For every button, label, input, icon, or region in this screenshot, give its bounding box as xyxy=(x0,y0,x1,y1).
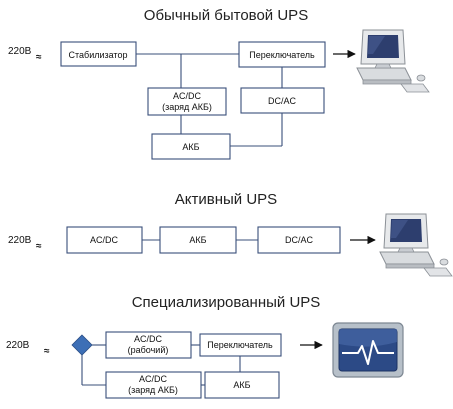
switch-box xyxy=(199,333,282,357)
stabilizer-box xyxy=(60,41,137,67)
dcac-label: DC/AC xyxy=(268,96,297,106)
ac-symbol-icon: ≈ xyxy=(44,346,50,357)
acdc-label: AC/DC xyxy=(90,235,119,245)
section-3-input-label: 220В xyxy=(6,340,30,351)
acdc-charge-label-line2: (заряд АКБ) xyxy=(162,102,212,112)
dcac-label: DC/AC xyxy=(285,235,314,245)
acdc-box xyxy=(66,226,143,254)
dcac-box xyxy=(240,87,325,114)
acdc-work-box xyxy=(105,331,192,359)
acdc-charge-box xyxy=(147,87,227,116)
switch-label: Переключатель xyxy=(207,340,273,350)
acdc-charge-label-line1: AC/DC xyxy=(173,91,202,101)
battery-label: АКБ xyxy=(189,235,206,245)
acdc-charge-label-line1: AC/DC xyxy=(139,374,168,384)
acdc-charge-label-line2: (заряд АКБ) xyxy=(128,385,178,395)
dcac-box xyxy=(257,226,341,254)
section-1-title: Обычный бытовой UPS xyxy=(144,7,308,24)
acdc-charge-box xyxy=(105,371,202,399)
section-2-input-label: 220В xyxy=(8,235,32,246)
switch-box xyxy=(238,41,326,68)
battery-box xyxy=(159,226,237,254)
ac-symbol-icon: ≈ xyxy=(36,52,42,63)
ac-symbol-icon: ≈ xyxy=(36,241,42,252)
battery-label: АКБ xyxy=(182,142,199,152)
section-3-title: Специализированный UPS xyxy=(132,294,321,311)
section-2-title: Активный UPS xyxy=(175,191,277,208)
monitor-waveform-icon xyxy=(332,322,404,378)
input-diamond-icon xyxy=(71,334,93,356)
desktop-computer-icon xyxy=(356,29,430,93)
switch-label: Переключатель xyxy=(249,50,315,60)
battery-label: АКБ xyxy=(233,380,250,390)
acdc-work-label-line1: AC/DC xyxy=(134,334,163,344)
battery-box xyxy=(204,371,280,399)
acdc-work-label-line2: (рабочий) xyxy=(128,345,169,355)
desktop-computer-icon xyxy=(379,213,453,277)
section-1-input-label: 220В xyxy=(8,46,32,57)
stabilizer-label: Стабилизатор xyxy=(69,50,128,60)
battery-box xyxy=(151,133,231,160)
